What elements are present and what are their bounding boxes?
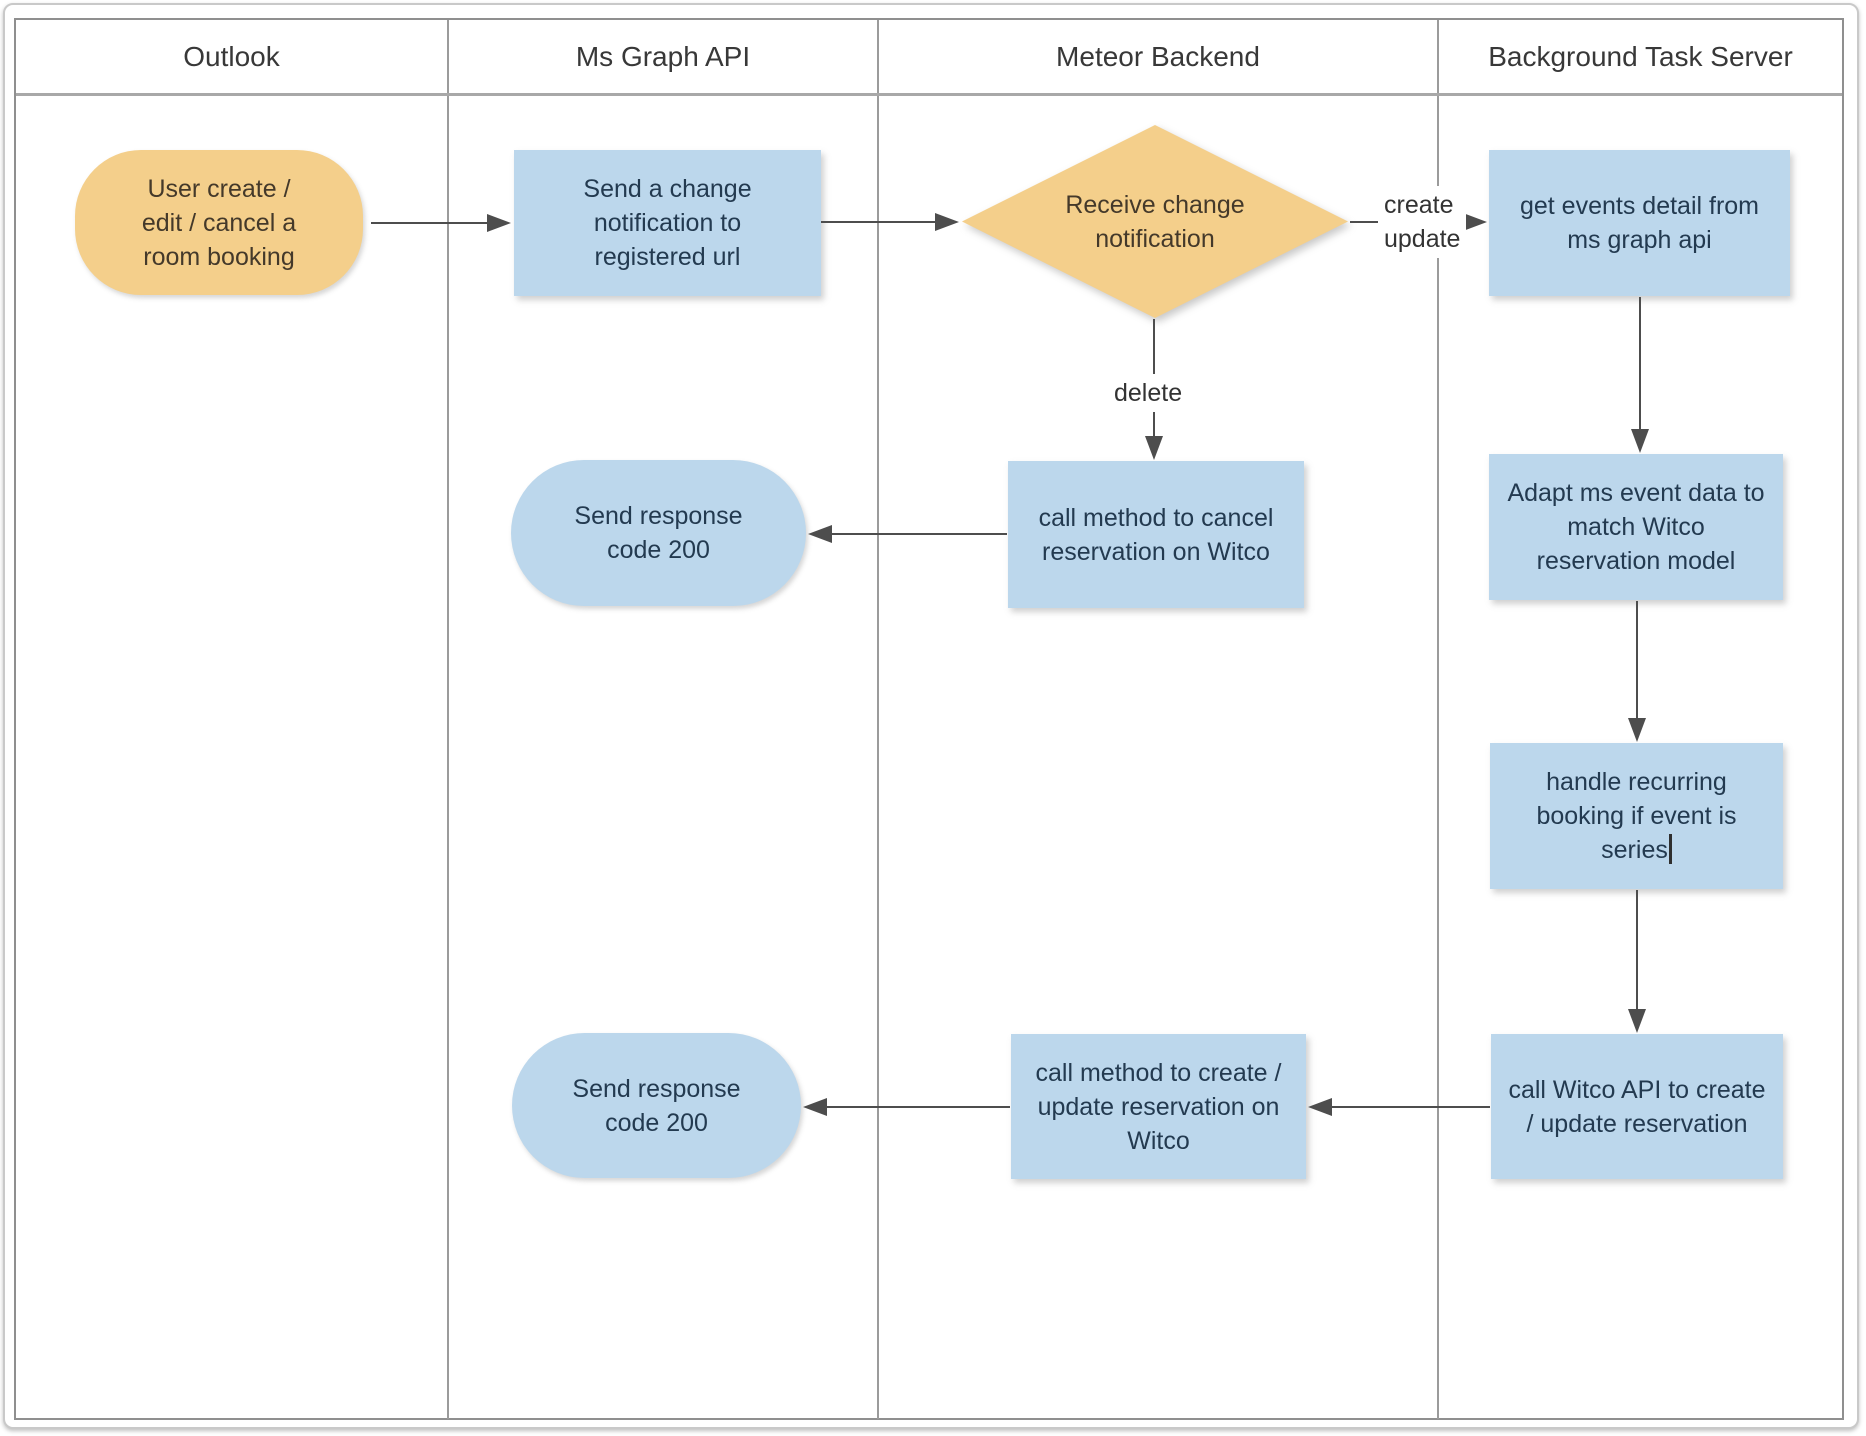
node-handle-recurring[interactable]: handle recurring booking if event is ser… bbox=[1490, 743, 1783, 889]
node-call-witco-api[interactable]: call Witco API to create / update reserv… bbox=[1491, 1034, 1783, 1179]
lane-header-ms-graph-api[interactable]: Ms Graph API bbox=[449, 20, 879, 93]
node-start-event[interactable]: User create / edit / cancel a room booki… bbox=[75, 150, 363, 295]
node-cancel-reservation[interactable]: call method to cancel reservation on Wit… bbox=[1008, 461, 1304, 608]
node-send-response-200-delete[interactable]: Send response code 200 bbox=[511, 460, 806, 606]
lane-meteor-backend bbox=[879, 96, 1439, 1419]
lane-header-meteor-backend[interactable]: Meteor Backend bbox=[879, 20, 1439, 93]
lane-header-background-task-server[interactable]: Background Task Server bbox=[1488, 40, 1793, 72]
lane-header-row: Outlook Ms Graph API Meteor Backend Back… bbox=[16, 20, 1842, 96]
node-create-update-reservation[interactable]: call method to create / update reservati… bbox=[1011, 1034, 1306, 1179]
node-adapt-event-data[interactable]: Adapt ms event data to match Witco reser… bbox=[1489, 454, 1783, 600]
lane-ms-graph-api bbox=[449, 96, 879, 1419]
node-send-change-notification[interactable]: Send a change notification to registered… bbox=[514, 150, 821, 296]
node-get-events-detail[interactable]: get events detail from ms graph api bbox=[1489, 150, 1790, 296]
lane-header-outlook[interactable]: Outlook bbox=[16, 20, 449, 93]
node-receive-change-notification[interactable]: Receive change notification bbox=[962, 125, 1348, 318]
lane-body-row bbox=[16, 96, 1842, 1419]
node-send-response-200-create[interactable]: Send response code 200 bbox=[512, 1033, 801, 1178]
text-edit-cursor bbox=[1668, 834, 1672, 864]
edge-label-delete[interactable]: delete bbox=[1108, 374, 1189, 412]
lane-outlook bbox=[16, 96, 449, 1419]
edge-label-create-update[interactable]: create update bbox=[1378, 186, 1467, 258]
